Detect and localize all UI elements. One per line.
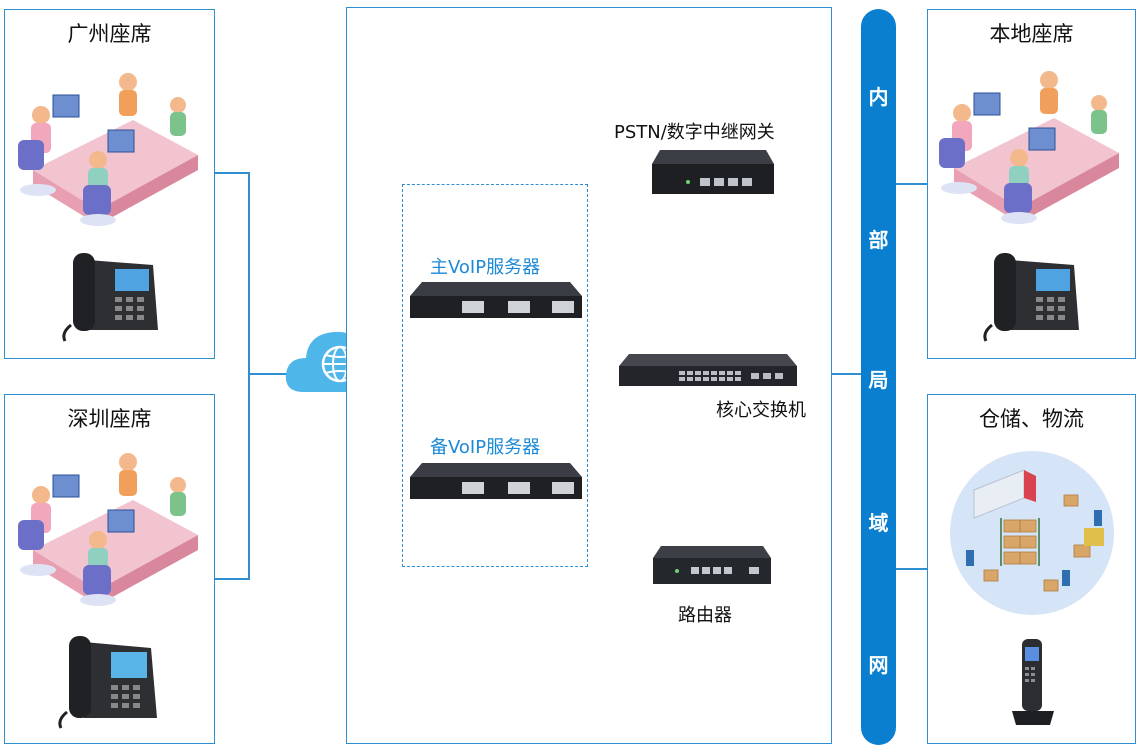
panel-title-shenzhen: 深圳座席 <box>67 407 152 431</box>
ip-phone-icon <box>62 253 158 342</box>
core-switch-label: 核心交换机 <box>716 400 806 421</box>
link-lan-logistics <box>896 568 928 570</box>
panel-local: 本地座席 <box>927 9 1136 359</box>
office-seats-illustration <box>18 453 198 606</box>
lan-char: 局 <box>868 368 889 392</box>
panel-title-logistics: 仓储、物流 <box>979 407 1084 431</box>
voip-server-icon <box>410 282 582 318</box>
switch-icon <box>619 354 797 386</box>
link-lan-local <box>896 183 928 185</box>
main-server-label: 主VoIP服务器 <box>430 257 541 278</box>
link-sz-h <box>214 578 250 580</box>
panel-title-local: 本地座席 <box>989 22 1074 46</box>
link-gz-v <box>248 172 250 580</box>
router-label: 路由器 <box>678 605 732 626</box>
link-cloud-left <box>248 373 288 375</box>
office-seats-illustration <box>18 73 198 226</box>
ip-phone-icon <box>983 253 1079 342</box>
cordless-phone-icon <box>1012 639 1054 725</box>
lan-bar: 内 部 局 域 网 <box>861 9 896 745</box>
ip-phone-icon <box>58 636 157 729</box>
panel-shenzhen: 深圳座席 <box>4 394 215 744</box>
office-seats-illustration <box>939 71 1119 224</box>
lan-char: 网 <box>868 653 889 677</box>
lan-char: 域 <box>868 511 889 535</box>
server-group <box>402 184 588 567</box>
voip-server-icon <box>410 463 582 499</box>
warehouse-illustration <box>950 451 1114 615</box>
lan-char: 部 <box>868 228 889 252</box>
lan-char: 内 <box>868 85 889 109</box>
link-gz-h <box>214 172 250 174</box>
panel-title-guangzhou: 广州座席 <box>67 22 152 46</box>
pstn-gateway-label: PSTN/数字中继网关 <box>614 122 775 143</box>
backup-server-label: 备VoIP服务器 <box>430 437 541 458</box>
router-icon <box>653 546 771 584</box>
panel-logistics: 仓储、物流 <box>927 394 1136 744</box>
panel-guangzhou: 广州座席 <box>4 9 215 359</box>
gateway-icon <box>652 150 774 194</box>
